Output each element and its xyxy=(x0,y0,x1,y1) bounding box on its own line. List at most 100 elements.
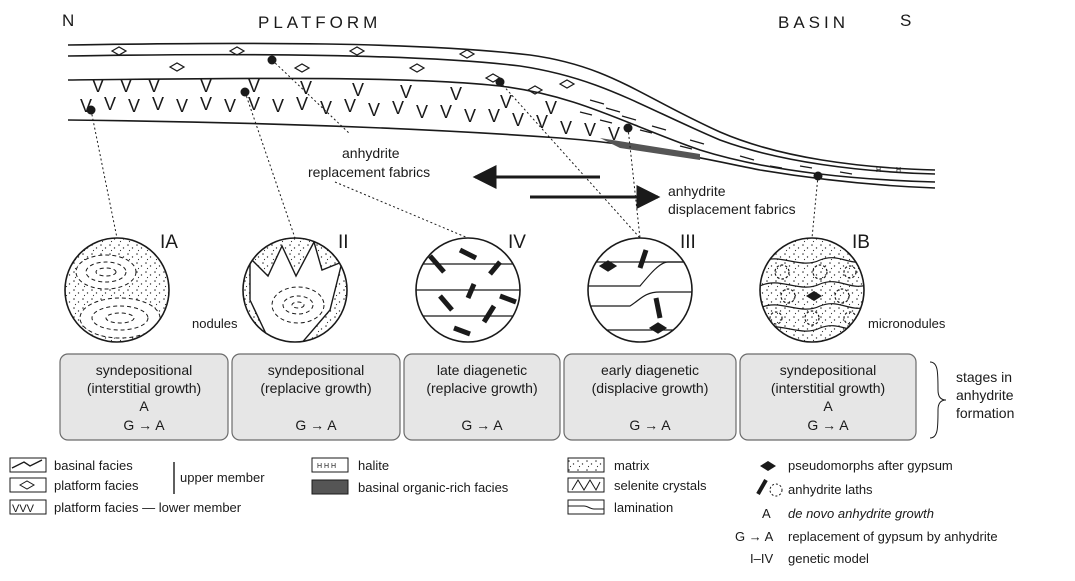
legend-selenite-label: selenite crystals xyxy=(614,478,707,493)
stage-4-line-1: early diagenetic xyxy=(601,362,699,378)
svg-text:V: V xyxy=(176,96,188,116)
svg-text:V: V xyxy=(120,76,132,96)
displacement-label-2: displacement fabrics xyxy=(668,201,796,217)
legend-platform-upper-label: platform facies xyxy=(54,478,139,493)
stage-5-line-1: syndepositional xyxy=(780,362,877,378)
svg-text:V: V xyxy=(450,84,462,104)
displacement-label-1: anhydrite xyxy=(668,183,726,199)
legend-halite-symbol: H H H xyxy=(312,458,348,472)
legend: basinal facies platform facies upper mem… xyxy=(10,458,998,566)
svg-text:V: V xyxy=(248,94,260,114)
south-label: S xyxy=(900,11,911,30)
stage-4-line-4: G → A xyxy=(629,417,671,433)
svg-text:V: V xyxy=(560,118,572,138)
stages-note-1: stages in xyxy=(956,369,1012,385)
stage-1-line-4: G → A xyxy=(123,417,165,433)
svg-text:V: V xyxy=(512,110,524,130)
stage-3-line-2: (replacive growth) xyxy=(426,380,537,396)
legend-genetic-symbol: I–IV xyxy=(750,551,773,566)
circle-ib-label: IB xyxy=(852,232,870,253)
svg-text:V: V xyxy=(500,92,512,112)
legend-genetic-label: genetic model xyxy=(788,551,869,566)
stage-3-line-1: late diagenetic xyxy=(437,362,527,378)
svg-text:H: H xyxy=(876,167,881,174)
svg-text:V: V xyxy=(352,80,364,100)
svg-text:V: V xyxy=(148,76,160,96)
legend-pseudomorph-symbol xyxy=(760,461,776,471)
stage-4-line-2: (displacive growth) xyxy=(592,380,709,396)
replacement-label-1: anhydrite xyxy=(342,145,400,161)
svg-text:V: V xyxy=(104,94,116,114)
legend-replacement-label: replacement of gypsum by anhydrite xyxy=(788,529,998,544)
legend-organic-label: basinal organic-rich facies xyxy=(358,480,509,495)
svg-text:VVV: VVV xyxy=(12,503,35,515)
nodules-label: nodules xyxy=(192,316,238,331)
legend-matrix-symbol xyxy=(568,458,604,472)
stage-5-line-3: A xyxy=(823,398,833,414)
legend-pseudomorph-label: pseudomorphs after gypsum xyxy=(788,458,953,473)
svg-text:V: V xyxy=(608,124,620,144)
circle-iii-label: III xyxy=(680,232,696,253)
micronodules-label: micronodules xyxy=(868,316,946,331)
stages-brace: stages in anhydrite formation xyxy=(930,362,1014,438)
circle-ia-label: IA xyxy=(160,232,178,253)
svg-text:V: V xyxy=(488,106,500,126)
legend-lower-member-label: platform facies — lower member xyxy=(54,500,242,515)
legend-laths-symbol xyxy=(758,480,782,496)
legend-laths-label: anhydrite laths xyxy=(788,482,873,497)
stage-3-line-4: G → A xyxy=(461,417,503,433)
svg-text:V: V xyxy=(464,106,476,126)
legend-halite-symbol-text: H H H xyxy=(317,463,336,470)
legend-lamination-label: lamination xyxy=(614,500,673,515)
stage-2-line-1: syndepositional xyxy=(268,362,365,378)
legend-basinal-symbol xyxy=(10,458,46,472)
stage-5-line-4: G → A xyxy=(807,417,849,433)
svg-text:V: V xyxy=(200,76,212,96)
circle-iii: III xyxy=(582,232,700,342)
legend-matrix-label: matrix xyxy=(614,458,650,473)
stage-1-line-1: syndepositional xyxy=(96,362,193,378)
svg-text:H: H xyxy=(896,167,901,174)
svg-text:V: V xyxy=(416,102,428,122)
stage-box-2: syndepositional (replacive growth) G → A xyxy=(232,354,400,440)
stage-5-line-2: (interstitial growth) xyxy=(771,380,885,396)
svg-text:V: V xyxy=(128,96,140,116)
svg-text:V: V xyxy=(152,94,164,114)
circle-ib: IB micronodules xyxy=(755,232,946,348)
stage-1-line-2: (interstitial growth) xyxy=(87,380,201,396)
svg-text:V: V xyxy=(400,82,412,102)
replacement-label-2: replacement fabrics xyxy=(308,164,430,180)
platform-label: PLATFORM xyxy=(258,13,381,32)
svg-text:V: V xyxy=(440,102,452,122)
svg-text:V: V xyxy=(248,76,260,96)
legend-selenite-symbol xyxy=(568,478,604,492)
svg-text:V: V xyxy=(92,76,104,96)
circle-iv-label: IV xyxy=(508,232,526,253)
svg-text:V: V xyxy=(368,100,380,120)
legend-upper-member-label: upper member xyxy=(180,470,265,485)
legend-lamination-symbol xyxy=(568,500,604,514)
basin-label: BASIN xyxy=(778,13,849,32)
stage-box-3: late diagenetic (replacive growth) G → A xyxy=(404,354,560,440)
stages-note-2: anhydrite xyxy=(956,387,1014,403)
circle-iv: IV xyxy=(410,232,530,342)
legend-basinal-label: basinal facies xyxy=(54,458,133,473)
svg-text:V: V xyxy=(200,94,212,114)
legend-de-novo-label: de novo anhydrite growth xyxy=(788,506,934,521)
displacement-arrow: anhydrite displacement fabrics xyxy=(530,183,796,217)
svg-text:V: V xyxy=(224,96,236,116)
stage-box-5: syndepositional (interstitial growth) A … xyxy=(740,354,916,440)
svg-text:V: V xyxy=(320,98,332,118)
legend-platform-upper-symbol xyxy=(10,478,46,492)
legend-organic-symbol xyxy=(312,480,348,494)
circle-ia: IA nodules xyxy=(60,232,238,348)
stage-2-line-4: G → A xyxy=(295,417,337,433)
north-label: N xyxy=(62,11,74,30)
legend-de-novo-symbol: A xyxy=(762,506,771,521)
circle-ii-label: II xyxy=(338,232,349,253)
circle-ii: II xyxy=(238,232,358,348)
replacement-arrow: anhydrite replacement fabrics xyxy=(308,145,600,180)
